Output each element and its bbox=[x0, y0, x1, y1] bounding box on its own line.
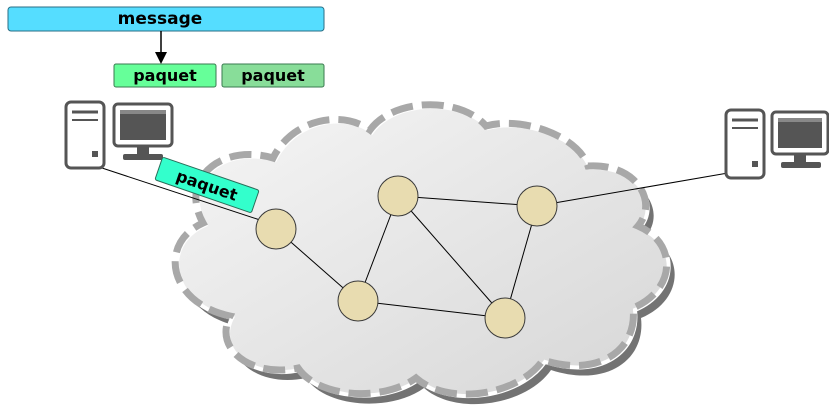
router-node-2 bbox=[337, 280, 379, 322]
cloud-dashed-border bbox=[171, 101, 671, 398]
tower-icon bbox=[64, 100, 106, 170]
monitor-icon bbox=[112, 102, 174, 160]
monitor-icon bbox=[770, 110, 829, 168]
router-node-4 bbox=[484, 297, 526, 339]
router-node-1 bbox=[255, 208, 297, 250]
packet-box-2: paquet bbox=[221, 63, 325, 88]
router-node-5 bbox=[516, 185, 558, 227]
receiver-computer bbox=[724, 108, 829, 180]
sender-computer bbox=[64, 100, 174, 170]
packet-box-1: paquet bbox=[113, 63, 217, 88]
router-node-3 bbox=[377, 175, 419, 217]
link-sender-to-node1 bbox=[101, 167, 261, 221]
tower-icon bbox=[724, 108, 766, 180]
network-cloud bbox=[171, 101, 675, 405]
link-node5-to-receiver bbox=[536, 172, 729, 207]
message-label: message bbox=[118, 9, 203, 29]
link-node3-to-node4 bbox=[397, 195, 506, 319]
link-node2-to-node4 bbox=[357, 300, 506, 319]
message-box: message bbox=[7, 6, 325, 32]
link-node3-to-node5 bbox=[397, 195, 538, 207]
packet-label-2: paquet bbox=[241, 66, 305, 85]
packet-label-1: paquet bbox=[133, 66, 197, 85]
cloud-body bbox=[175, 104, 671, 399]
network-nodes bbox=[255, 175, 558, 339]
